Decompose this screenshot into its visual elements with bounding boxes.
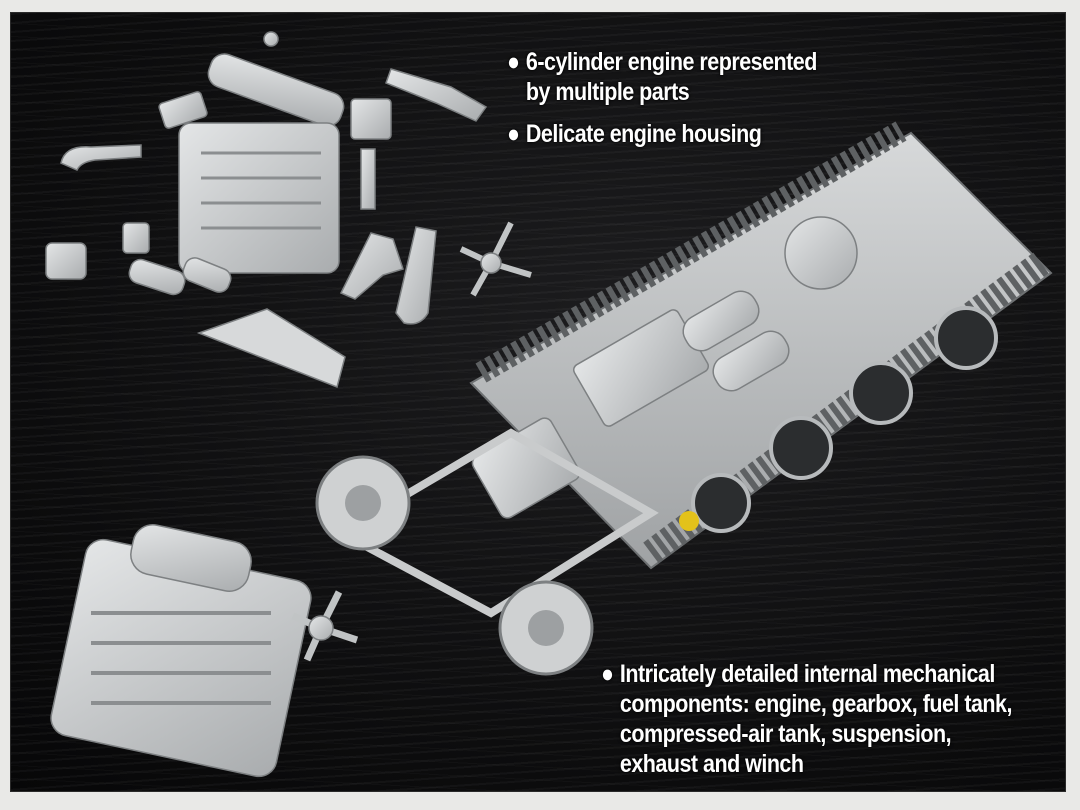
callout-text-line: exhaust and winch [619,750,804,778]
callout-text-line: Delicate engine housing [525,120,762,148]
half-track-chassis [315,121,1053,676]
model-kit-render [45,31,1053,778]
callout-text-line: components: engine, gearbox, fuel tank, [619,690,1013,718]
callout-engine-housing: ●Delicate engine housing [507,119,762,149]
exploded-engine-parts [45,31,532,389]
callout-text-line: compressed-air tank, suspension, [619,720,952,748]
bullet-icon: ● [507,120,520,148]
bullet-icon: ● [507,48,520,76]
callout-text-line: Intricately detailed internal mechanical [619,660,995,688]
assembled-engine [50,524,359,778]
callout-engine-parts: ●6-cylinder engine represented by multip… [507,47,817,107]
callout-text-line: 6-cylinder engine represented [525,48,817,76]
callout-internal-components: ●Intricately detailed internal mechanica… [601,659,1012,779]
bullet-icon: ● [601,660,614,688]
callout-text-line: by multiple parts [525,78,690,106]
product-photo: ●6-cylinder engine represented by multip… [10,12,1066,792]
